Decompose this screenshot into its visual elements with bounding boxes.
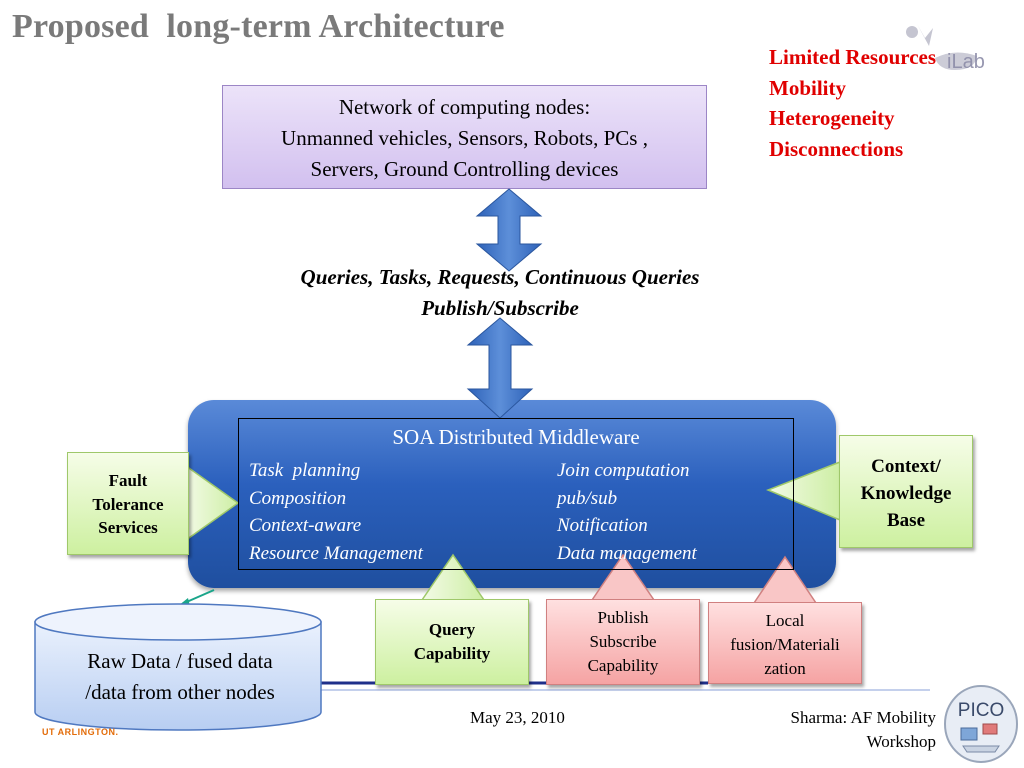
middleware-box: SOA Distributed Middleware Task planning… (238, 418, 794, 570)
university-logo-text: UT ARLINGTON. (42, 727, 119, 737)
middleware-item: Data management (557, 542, 697, 564)
data-store-line: /data from other nodes (85, 680, 275, 704)
fault-tolerance-line: Tolerance (92, 494, 164, 514)
fault-tolerance-box: Fault Tolerance Services (67, 452, 189, 555)
network-box-line: Network of computing nodes: (338, 95, 591, 119)
middleware-right-list: Join computation pub/sub Notification Da… (557, 457, 697, 567)
local-fusion-line: Local (765, 611, 805, 630)
context-knowledge-box: Context/ Knowledge Base (839, 435, 973, 548)
ilab-logo: iLab (906, 24, 985, 73)
footer-date: May 23, 2010 (470, 708, 565, 727)
context-kb-line: Base (887, 510, 925, 531)
local-fusion-line: fusion/Materiali (730, 635, 840, 654)
concern-item: Limited Resources (769, 45, 937, 69)
communication-label: Queries, Tasks, Requests, Continuous Que… (230, 262, 770, 324)
pubsub-line: Capability (587, 656, 659, 675)
communication-line: Publish/Subscribe (421, 296, 579, 320)
context-kb-line: Knowledge (860, 483, 952, 504)
pico-logo-text: PICO (958, 700, 1004, 721)
concern-item: Mobility (769, 75, 846, 100)
middleware-item: pub/sub (557, 487, 618, 509)
concern-item: Disconnections (769, 136, 904, 161)
query-capability-box: Query Capability (375, 599, 529, 685)
data-store-line: Raw Data / fused data (87, 649, 273, 673)
data-store-label: Raw Data / fused data /data from other n… (50, 646, 310, 708)
fault-tolerance-arrow (185, 464, 240, 542)
footer-author-line: Sharma: AF Mobility (790, 708, 936, 727)
fault-tolerance-line: Services (98, 518, 158, 537)
pubsub-capability-box: Publish Subscribe Capability (546, 599, 700, 685)
network-box-line: Servers, Ground Controlling devices (310, 157, 619, 181)
middleware-item: Composition (249, 487, 347, 509)
data-store-cylinder (34, 621, 322, 731)
pubsub-line: Publish (597, 608, 649, 627)
local-fusion-line: zation (764, 659, 806, 678)
network-nodes-box: Network of computing nodes: Unmanned veh… (222, 85, 707, 189)
local-fusion-box: Local fusion/Materiali zation (708, 602, 862, 684)
lower-double-arrow (466, 317, 534, 419)
middleware-item: Context-aware (249, 515, 362, 536)
footer-author-line: Workshop (866, 732, 936, 751)
concern-item: Heterogeneity (769, 106, 895, 130)
query-capability-line: Capability (413, 644, 491, 663)
slide-title: Proposed long-term Architecture (12, 8, 505, 45)
context-kb-line: Context/ (871, 456, 941, 477)
middleware-band (188, 400, 836, 588)
middleware-item: Resource Management (249, 542, 423, 564)
ilab-logo-text: iLab (947, 51, 985, 73)
footer-author: Sharma: AF Mobility Workshop (748, 706, 936, 754)
network-box-line: Unmanned vehicles, Sensors, Robots, PCs … (281, 126, 648, 150)
upper-double-arrow (475, 188, 543, 272)
middleware-item: Task planning (249, 460, 361, 481)
query-capability-line: Query (428, 620, 476, 639)
fault-tolerance-line: Fault (108, 471, 148, 490)
concerns-list: Limited Resources Mobility Heterogeneity… (769, 42, 936, 164)
pico-logo: PICO (944, 685, 1018, 763)
middleware-title: SOA Distributed Middleware (392, 425, 640, 449)
middleware-left-list: Task planning Composition Context-aware … (249, 457, 423, 567)
communication-line: Queries, Tasks, Requests, Continuous Que… (300, 265, 700, 289)
pubsub-line: Subscribe (589, 632, 657, 651)
middleware-item: Notification (557, 515, 648, 536)
middleware-item: Join computation (557, 460, 690, 481)
